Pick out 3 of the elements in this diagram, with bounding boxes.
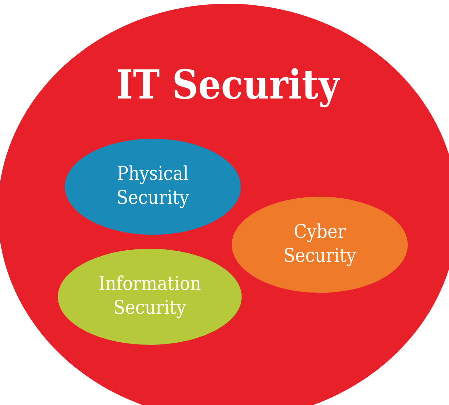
oval-bubble: Cyber Security [232, 197, 408, 293]
oval-bubble: Physical Security [65, 139, 241, 235]
oval-bubble: Information Security [58, 249, 242, 345]
